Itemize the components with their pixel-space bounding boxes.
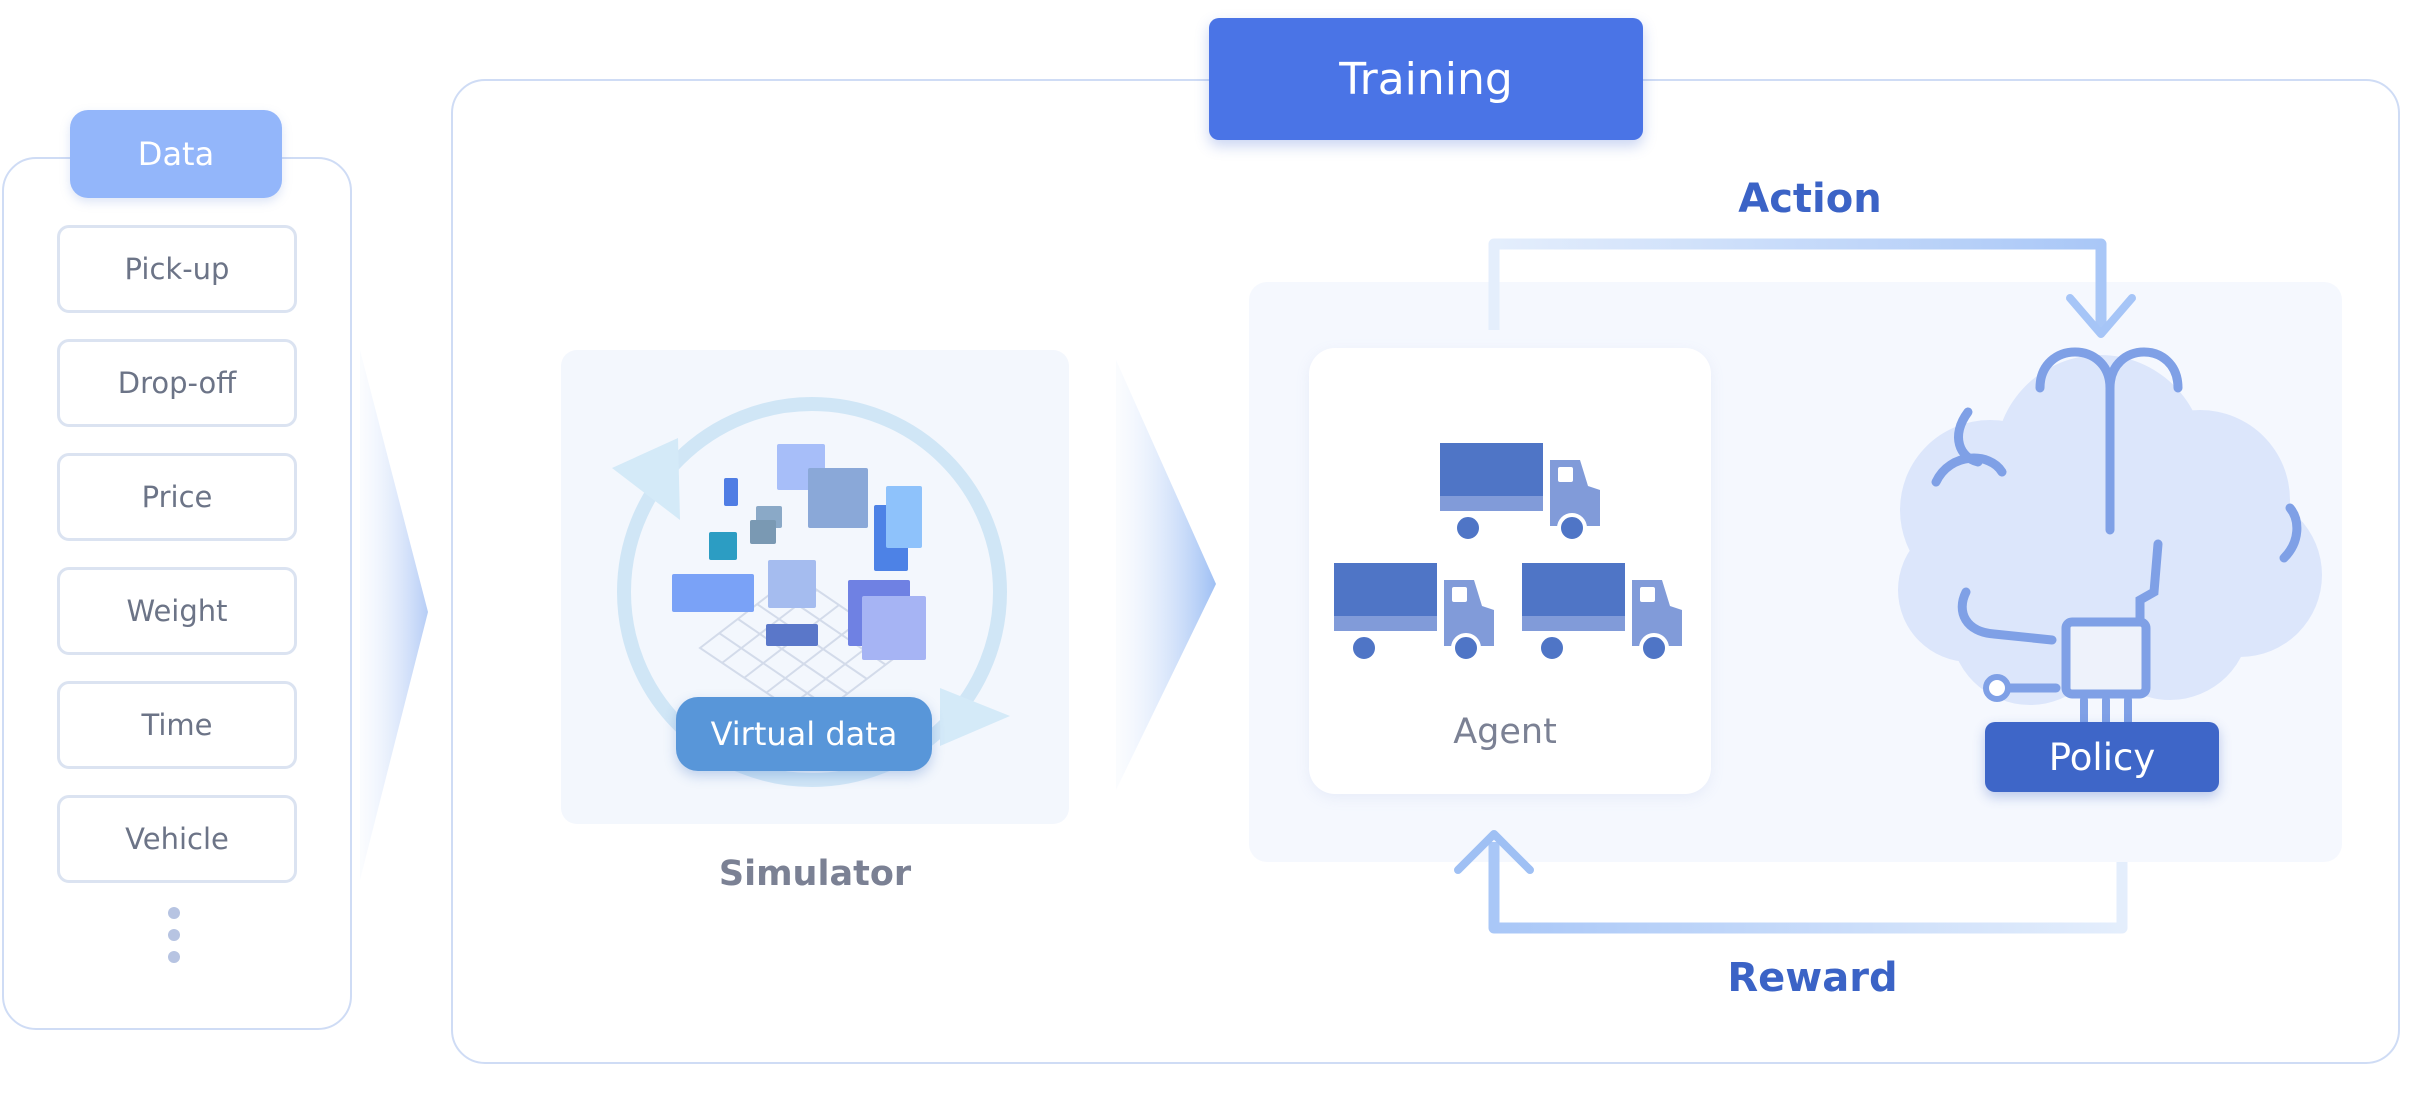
truck-icon-top — [1440, 443, 1600, 543]
policy-brain-icon — [1898, 347, 2322, 728]
agent-label: Agent — [1453, 712, 1557, 752]
data-item-dropoff: Drop-off — [57, 339, 297, 427]
policy-badge: Policy — [1985, 722, 2219, 792]
action-arrow — [1488, 238, 2136, 338]
data-panel-title: Data — [70, 110, 282, 198]
data-item-time: Time — [57, 681, 297, 769]
action-label: Action — [1738, 176, 1882, 222]
truck-icon-right — [1522, 563, 1682, 663]
simulator-icon — [612, 397, 1010, 787]
flow-arrow-simulator-to-agent — [1116, 360, 1216, 790]
training-title: Training — [1209, 18, 1643, 140]
reward-label: Reward — [1727, 955, 1898, 1001]
data-item-vehicle: Vehicle — [57, 795, 297, 883]
data-item-price: Price — [57, 453, 297, 541]
more-items-ellipsis — [168, 907, 180, 963]
reward-arrow — [1454, 830, 2128, 934]
data-item-weight: Weight — [57, 567, 297, 655]
virtual-data-badge: Virtual data — [676, 697, 932, 771]
flow-arrow-data-to-training — [360, 350, 428, 880]
data-item-pickup: Pick-up — [57, 225, 297, 313]
simulator-label: Simulator — [718, 854, 912, 894]
truck-icon-left — [1334, 563, 1494, 663]
